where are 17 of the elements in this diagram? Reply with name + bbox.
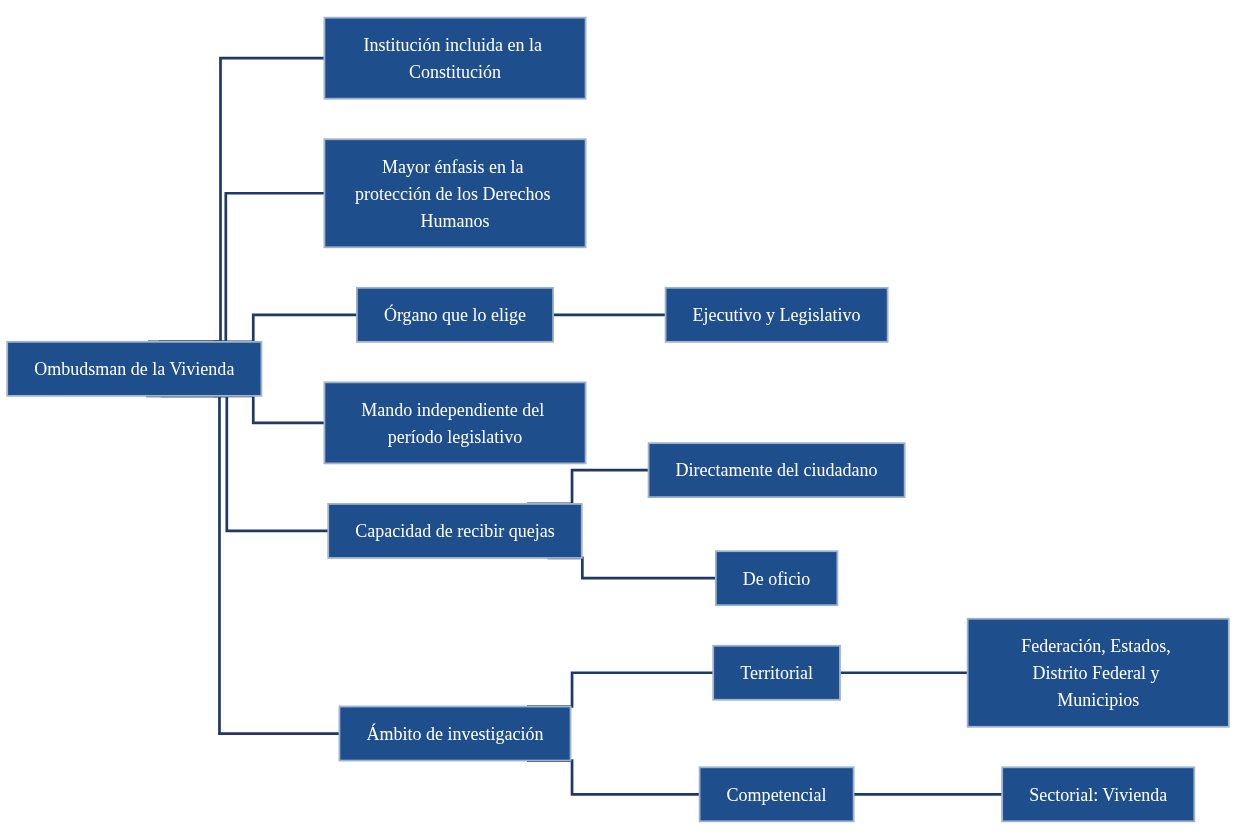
node-box: Ejecutivo y Legislativo [664,286,889,343]
connector [840,671,968,675]
node-box: Órgano que lo elige [355,286,554,343]
node-box: Federación, Estados, Distrito Federal y Municipios [966,617,1230,728]
node-box: Territorial [712,644,841,701]
node-box: Ámbito de investigación [338,705,572,762]
node-box: Mando independiente del período legislativo [323,381,587,465]
node-box: Institución incluida en la Constitución [323,16,587,100]
connector [853,792,1003,796]
node-box: Competencial [698,766,855,823]
node-box: De oficio [714,550,839,607]
node-box: Directamente del ciudadano [647,442,906,499]
node-box: Mayor énfasis en la protección de los Derechos Humanos [323,138,587,249]
node-box: Sectorial: Vivienda [1001,766,1196,823]
node-box: Ombudsman de la Vivienda [6,340,263,397]
node-box: Capacidad de recibir quejas [327,503,583,559]
connector [553,313,666,317]
